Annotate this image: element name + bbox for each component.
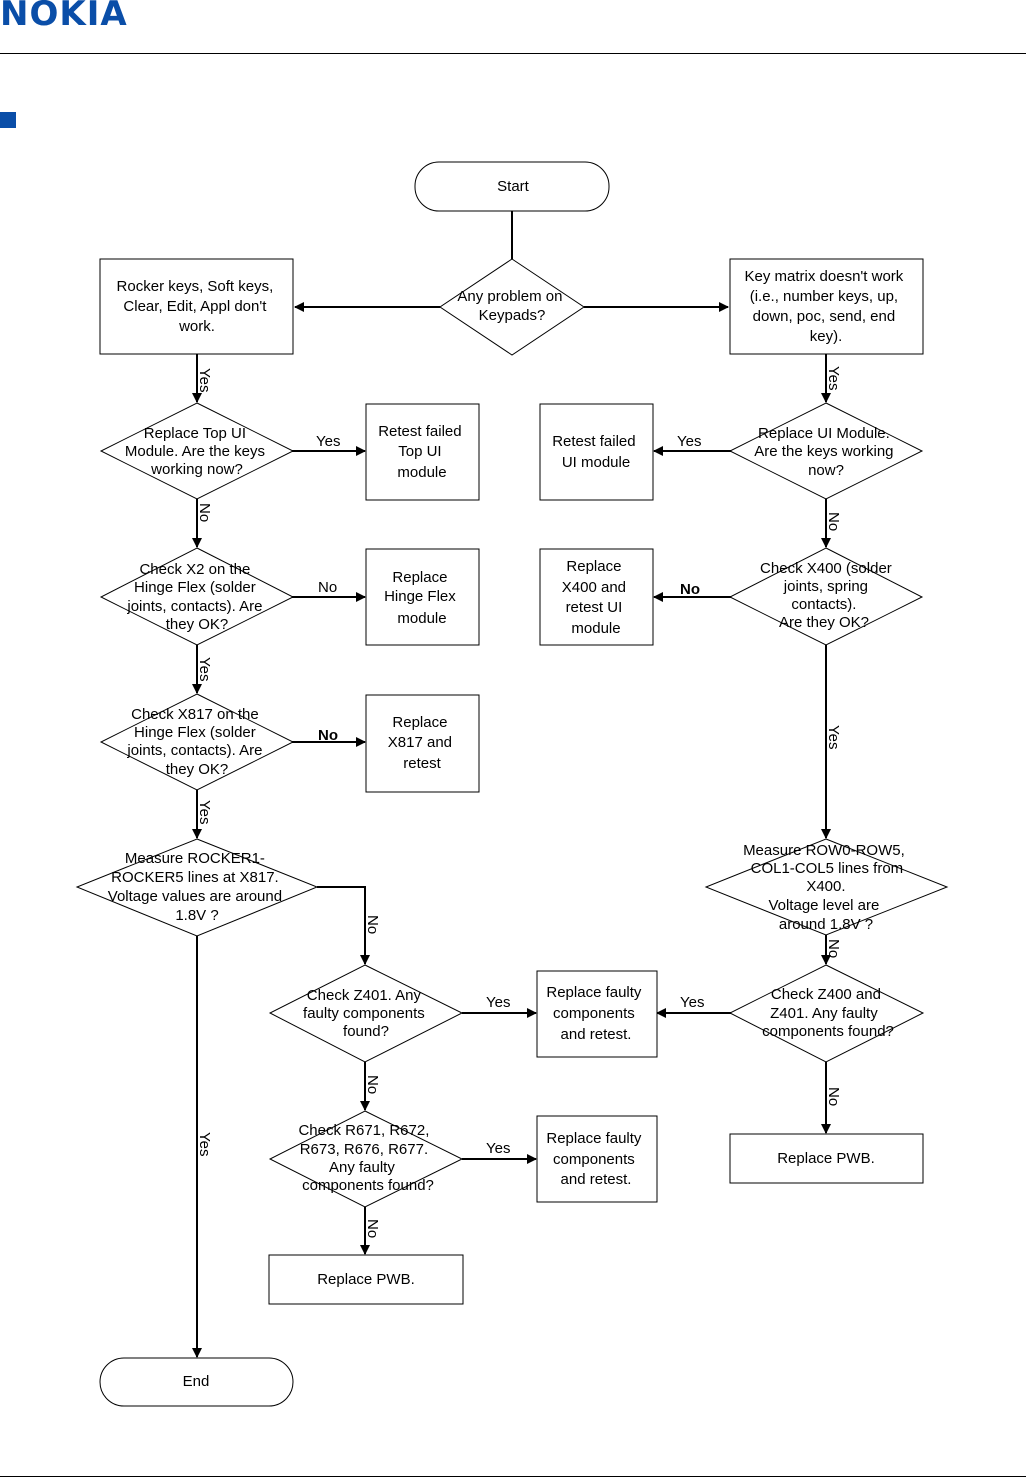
terminal-start: Start — [414, 161, 610, 212]
decision-text: Check Z401. Any faulty components found? — [303, 987, 429, 1040]
label-yes: Yes — [196, 1132, 213, 1156]
label-no: No — [318, 579, 337, 596]
label-no: No — [680, 581, 700, 598]
label-yes: Yes — [486, 994, 510, 1011]
label-no: No — [825, 1087, 842, 1106]
decision-measure-rocker: Measure ROCKER1- ROCKER5 lines at X817. … — [75, 838, 319, 937]
label-yes: Yes — [196, 368, 213, 392]
process-text: Replace PWB. — [777, 1150, 875, 1167]
terminal-end: End — [99, 1357, 294, 1407]
decision-text: Check R671, R672, R673, R676, R677. Any … — [298, 1122, 433, 1194]
decision-replace-top-ui: Replace Top UI Module. Are the keys work… — [99, 402, 295, 500]
process-text: Retest failed UI module — [552, 433, 640, 471]
label-yes: Yes — [680, 994, 704, 1011]
process-text: Replace Hinge Flex module — [384, 569, 460, 627]
decision-text: Check Z400 and Z401. Any faulty componen… — [762, 986, 894, 1040]
process-replace-pwb-right: Replace PWB. — [729, 1133, 924, 1184]
process-replace-x817: Replace X817 and retest — [365, 694, 480, 793]
decision-measure-row: Measure ROW0-ROW5, COL1-COL5 lines from … — [704, 838, 949, 936]
nokia-logo: NOKIA — [0, 0, 128, 34]
decision-text: Measure ROW0-ROW5, COL1-COL5 lines from … — [743, 842, 909, 933]
header-rule — [0, 53, 1026, 54]
process-text: Replace PWB. — [317, 1271, 415, 1288]
label-no: No — [364, 1219, 381, 1238]
process-replace-hinge: Replace Hinge Flex module — [365, 548, 480, 646]
decision-check-x817: Check X817 on the Hinge Flex (solder joi… — [99, 693, 295, 791]
process-text: Key matrix doesn't work (i.e., number ke… — [745, 268, 908, 345]
process-retest-ui: Retest failed UI module — [539, 403, 654, 501]
process-replace-faulty-1: Replace faulty components and retest. — [536, 970, 658, 1058]
decision-check-r671: Check R671, R672, R673, R676, R677. Any … — [268, 1110, 464, 1208]
label-yes: Yes — [196, 657, 213, 681]
process-replace-faulty-2: Replace faulty components and retest. — [536, 1115, 658, 1203]
label-yes: Yes — [316, 433, 340, 450]
section-marker-icon — [0, 112, 16, 128]
process-replace-pwb-left: Replace PWB. — [268, 1254, 464, 1305]
label-no: No — [196, 503, 213, 522]
edge-labels: Yes Yes No No Yes No Yes No Yes Yes No Y… — [196, 366, 842, 1238]
process-text: Replace X817 and retest — [388, 714, 456, 772]
decision-any-problem: Any problem on Keypads? — [439, 258, 585, 356]
process-key-matrix: Key matrix doesn't work (i.e., number ke… — [729, 258, 924, 355]
process-rocker-keys: Rocker keys, Soft keys, Clear, Edit, App… — [99, 258, 294, 355]
decision-text: Any problem on Keypads? — [457, 288, 566, 324]
label-no: No — [364, 1075, 381, 1094]
process-text: Replace faulty components and retest. — [546, 1130, 645, 1188]
decision-text: Check X817 on the Hinge Flex (solder joi… — [126, 706, 266, 778]
connectors — [192, 211, 831, 1358]
label-yes: Yes — [825, 725, 842, 749]
process-text: Rocker keys, Soft keys, Clear, Edit, App… — [117, 278, 278, 335]
label-yes: Yes — [486, 1140, 510, 1157]
process-replace-x400: Replace X400 and retest UI module — [539, 548, 654, 646]
label-no: No — [825, 939, 842, 958]
start-label: Start — [497, 178, 530, 195]
label-yes: Yes — [825, 366, 842, 390]
process-text: Replace X400 and retest UI module — [562, 558, 630, 637]
process-text: Replace faulty components and retest. — [546, 984, 645, 1043]
decision-text: Replace UI Module. Are the keys working … — [754, 425, 897, 479]
label-no: No — [318, 727, 338, 744]
label-yes: Yes — [196, 800, 213, 824]
footer-rule — [0, 1476, 1026, 1477]
label-no: No — [825, 512, 842, 531]
decision-replace-ui: Replace UI Module. Are the keys working … — [728, 402, 924, 500]
process-retest-top-ui: Retest failed Top UI module — [365, 403, 480, 501]
decision-check-x2: Check X2 on the Hinge Flex (solder joint… — [99, 547, 295, 646]
decision-text: Replace Top UI Module. Are the keys work… — [125, 425, 269, 478]
label-no: No — [364, 915, 381, 934]
decision-check-x400: Check X400 (solder joints, spring contac… — [728, 547, 924, 646]
end-label: End — [183, 1373, 210, 1390]
process-text: Retest failed Top UI module — [378, 423, 466, 481]
conn-rocker-no — [317, 886, 370, 965]
decision-text: Measure ROCKER1- ROCKER5 lines at X817. … — [108, 850, 286, 924]
decision-text: Check X2 on the Hinge Flex (solder joint… — [126, 561, 266, 633]
decision-check-z401: Check Z401. Any faulty components found? — [268, 964, 464, 1063]
decision-text: Check X400 (solder joints, spring contac… — [760, 560, 896, 631]
label-yes: Yes — [677, 433, 701, 450]
decision-check-z400-z401: Check Z400 and Z401. Any faulty componen… — [728, 964, 925, 1063]
